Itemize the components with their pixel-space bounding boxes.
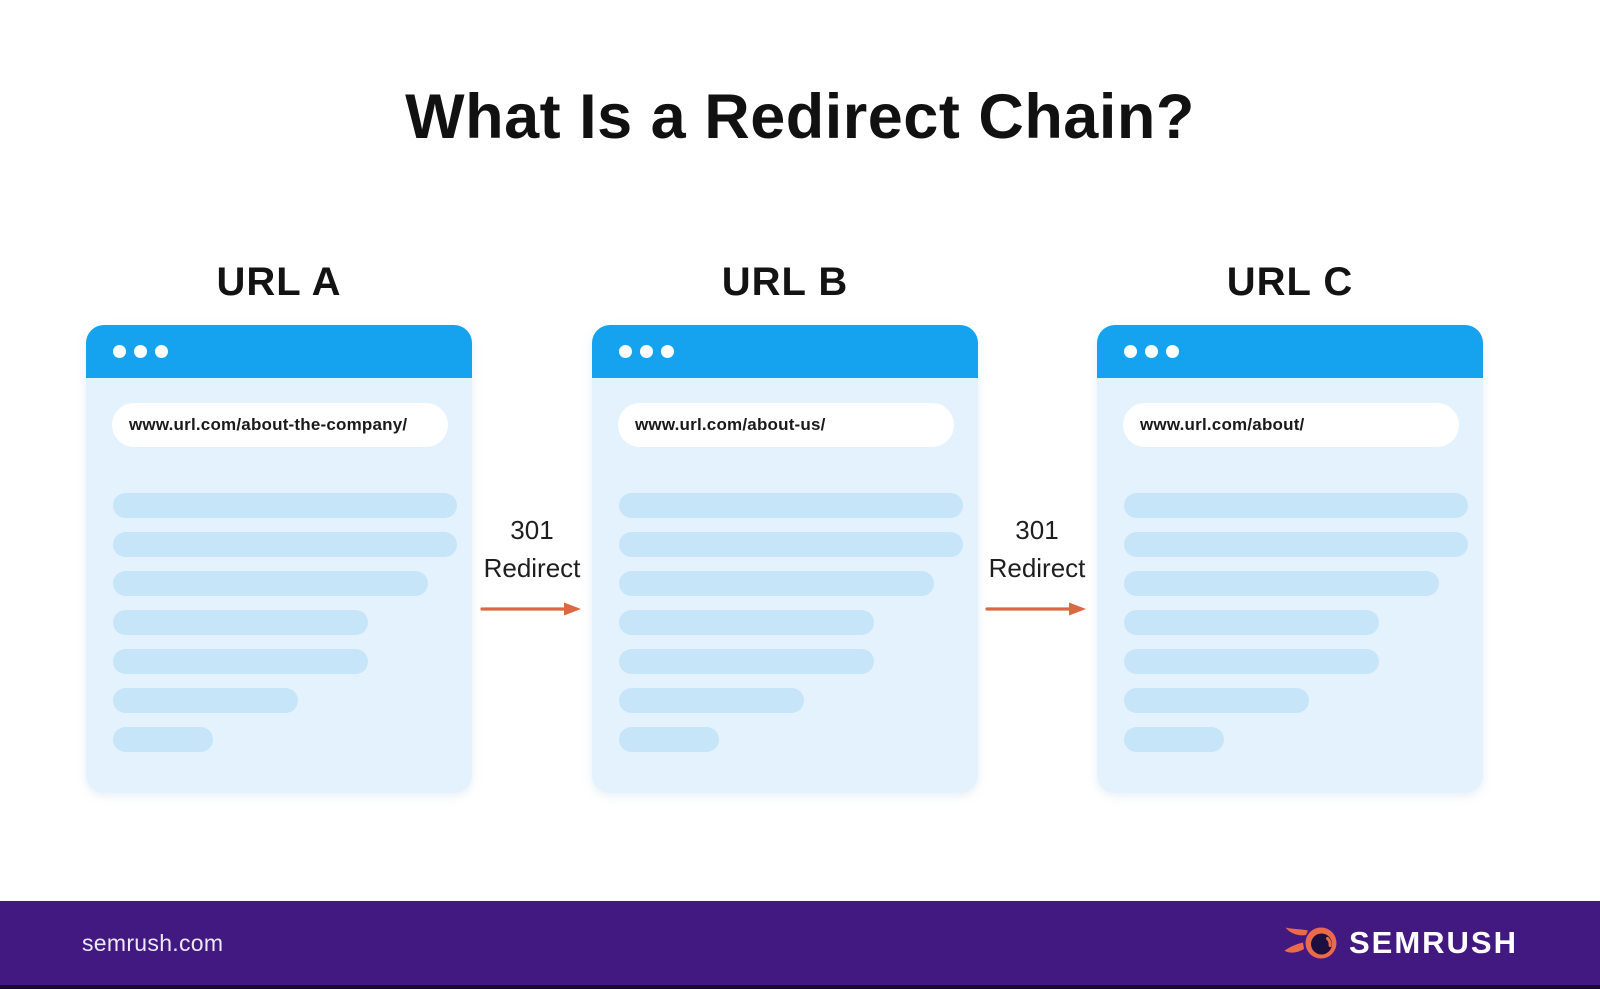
page-content-placeholder <box>1097 447 1483 752</box>
url-c-label: URL C <box>1226 260 1354 304</box>
window-control-dot-icon <box>155 345 168 358</box>
window-control-dot-icon <box>134 345 147 358</box>
content-line-placeholder <box>619 688 804 713</box>
window-control-dot-icon <box>1145 345 1158 358</box>
browser-titlebar <box>86 325 472 378</box>
content-line-placeholder <box>619 532 963 557</box>
page-title: What Is a Redirect Chain? <box>405 82 1195 152</box>
footer-website: semrush.com <box>82 929 224 956</box>
redirect-label: Redirect <box>483 553 581 583</box>
address-bar: www.url.com/about-the-company/ <box>112 403 448 447</box>
content-line-placeholder <box>1124 532 1468 557</box>
content-line-placeholder <box>1124 688 1309 713</box>
window-control-dot-icon <box>619 345 632 358</box>
redirect-code: 301 <box>510 515 554 545</box>
content-line-placeholder <box>619 493 963 518</box>
semrush-logo: SEMRUSH <box>1284 925 1518 961</box>
url-text: www.url.com/about-us/ <box>635 415 826 434</box>
window-control-dot-icon <box>113 345 126 358</box>
semrush-flame-icon <box>1284 925 1338 961</box>
url-b-label: URL B <box>721 260 849 304</box>
address-bar: www.url.com/about-us/ <box>618 403 954 447</box>
redirect-annotation-2: 301 Redirect <box>972 514 1102 618</box>
page-content-placeholder <box>592 447 978 752</box>
address-bar: www.url.com/about/ <box>1123 403 1459 447</box>
browser-window-b: www.url.com/about-us/ <box>592 325 978 793</box>
content-line-placeholder <box>113 493 457 518</box>
content-line-placeholder <box>113 571 428 596</box>
browser-titlebar <box>1097 325 1483 378</box>
content-line-placeholder <box>619 571 934 596</box>
browser-window-c: www.url.com/about/ <box>1097 325 1483 793</box>
right-arrow-icon <box>972 600 1102 618</box>
url-text: www.url.com/about/ <box>1140 415 1305 434</box>
window-control-dot-icon <box>1166 345 1179 358</box>
redirect-label: Redirect <box>988 553 1086 583</box>
url-c-column: URL C www.url.com/about/ <box>1097 258 1483 793</box>
content-line-placeholder <box>113 727 213 752</box>
browser-window-a: www.url.com/about-the-company/ <box>86 325 472 793</box>
content-line-placeholder <box>1124 610 1379 635</box>
browser-titlebar <box>592 325 978 378</box>
url-a-column: URL A www.url.com/about-the-company/ <box>86 258 472 793</box>
redirect-annotation-1: 301 Redirect <box>467 514 597 618</box>
content-line-placeholder <box>619 610 874 635</box>
content-line-placeholder <box>1124 727 1224 752</box>
url-text: www.url.com/about-the-company/ <box>129 415 408 434</box>
content-line-placeholder <box>1124 493 1468 518</box>
content-line-placeholder <box>113 610 368 635</box>
content-line-placeholder <box>1124 649 1379 674</box>
redirect-code: 301 <box>1015 515 1059 545</box>
window-control-dot-icon <box>1124 345 1137 358</box>
right-arrow-icon <box>467 600 597 618</box>
url-a-label: URL A <box>216 260 342 304</box>
content-line-placeholder <box>1124 571 1439 596</box>
content-line-placeholder <box>113 532 457 557</box>
content-line-placeholder <box>619 649 874 674</box>
semrush-wordmark: SEMRUSH <box>1348 925 1518 960</box>
content-line-placeholder <box>113 688 298 713</box>
content-line-placeholder <box>619 727 719 752</box>
url-b-column: URL B www.url.com/about-us/ <box>592 258 978 793</box>
page-content-placeholder <box>86 447 472 752</box>
footer-bar: semrush.com SEMRUSH <box>0 901 1600 989</box>
content-line-placeholder <box>113 649 368 674</box>
window-control-dot-icon <box>661 345 674 358</box>
window-control-dot-icon <box>640 345 653 358</box>
